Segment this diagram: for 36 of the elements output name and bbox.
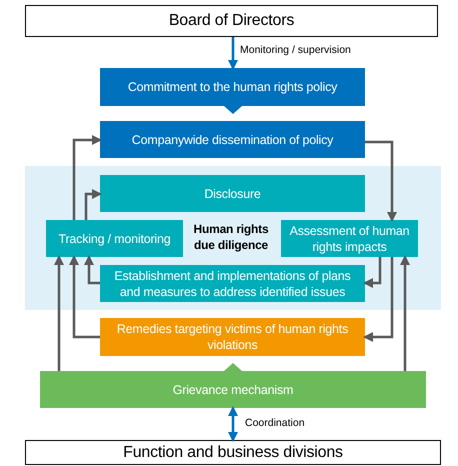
process-box [46, 220, 183, 257]
arrow [54, 255, 64, 371]
remedy-box [100, 318, 365, 356]
arrow [84, 255, 100, 284]
arrow [84, 189, 102, 220]
policy-box [100, 68, 365, 106]
process-box [100, 175, 365, 212]
box-label: Commitment to the human rights policy [126, 79, 338, 95]
box-label: Tracking / monitoring [57, 230, 172, 246]
box-label: Establishment and implementations of plans and measures to address identified issues [113, 268, 352, 300]
arrow [228, 37, 238, 70]
arrow [228, 406, 238, 442]
arrow [365, 140, 397, 222]
top-box [25, 5, 438, 37]
chevron-arrow [224, 106, 242, 114]
arrow [363, 257, 394, 342]
box-label: Grievance mechanism [172, 382, 294, 398]
process-box [281, 220, 418, 257]
arrow [400, 255, 410, 371]
chevron-arrow [224, 363, 242, 371]
grievance-box [40, 371, 426, 408]
band-title: Human rights due diligence [192, 221, 270, 253]
edge-label: Monitoring / supervision [239, 44, 352, 57]
bottom-box [25, 440, 441, 465]
box-label: Assessment of human rights impacts [288, 222, 410, 254]
arrow [69, 255, 100, 338]
process-box [100, 121, 365, 158]
box-label: Remedies targeting victims of human rights violations [116, 321, 350, 353]
box-label: Companywide dissemination of policy [130, 132, 334, 148]
due-diligence-band [25, 166, 441, 310]
arrow [363, 257, 382, 288]
arrow [72, 135, 102, 220]
process-box [100, 265, 365, 302]
box-label: Board of Directors [168, 13, 296, 29]
box-label: Function and business divisions [122, 444, 344, 460]
box-label: Disclosure [203, 186, 262, 202]
